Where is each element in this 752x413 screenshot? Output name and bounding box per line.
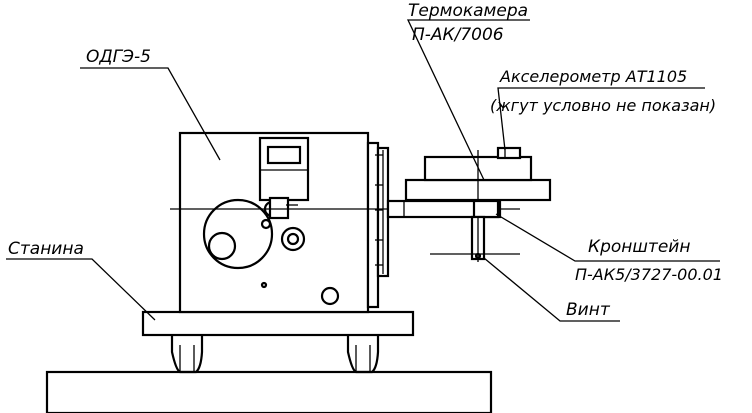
screw-head	[474, 252, 482, 260]
dial-knob	[207, 231, 237, 261]
label-accel-1: Акселерометр АТ1105	[499, 67, 687, 86]
side-knob	[280, 226, 306, 252]
label-odge: ОДГЭ-5	[86, 47, 151, 67]
leader-screw	[483, 257, 620, 322]
adjust-screw	[260, 218, 272, 230]
bottom-knob	[320, 286, 340, 306]
pin-hole	[260, 281, 268, 289]
side-knob-center	[286, 232, 300, 246]
dial-clamp	[268, 196, 290, 220]
indicator-window	[266, 145, 302, 165]
label-thermo-2: П-АК/7006	[412, 25, 504, 45]
bracket-clamp	[472, 199, 500, 219]
label-screw: Винт	[566, 300, 611, 320]
flange-ticks	[375, 154, 383, 266]
base-slab	[45, 370, 493, 413]
leader-accel	[497, 87, 705, 151]
frame-plate	[141, 310, 415, 337]
label-bracket-1: Кронштейн	[588, 237, 690, 257]
leader-bracket	[495, 213, 720, 262]
leader-thermo	[406, 19, 530, 181]
label-stanina: Станина	[8, 239, 84, 259]
label-bracket-2: П-АК5/3727-00.01	[575, 265, 723, 284]
leader-stanina	[6, 258, 156, 321]
accelerometer	[496, 146, 522, 160]
support-feet	[170, 335, 380, 374]
leader-odge	[80, 67, 221, 161]
label-thermo-1: Термокамера	[408, 1, 528, 21]
main-dial	[202, 198, 274, 270]
housing-flange	[366, 141, 380, 309]
label-accel-2: (жгут условно не показан)	[490, 96, 716, 115]
